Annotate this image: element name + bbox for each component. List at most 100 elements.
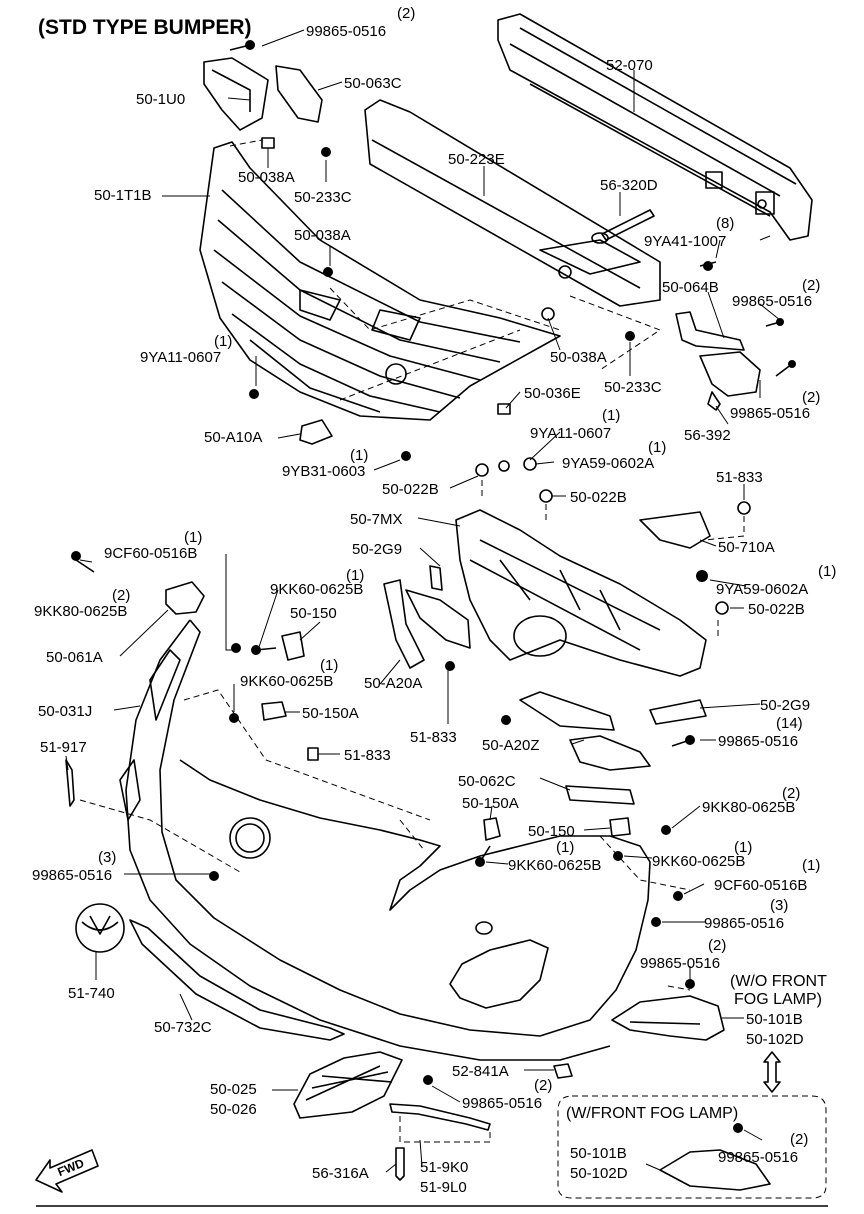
part-number-label: 99865-0516 xyxy=(306,23,386,40)
part-number-label: 9YA59-0602A xyxy=(716,581,808,598)
part-number-label: 50-031J xyxy=(38,703,92,720)
qty-label: (1) xyxy=(802,857,820,874)
bolt-icon xyxy=(765,318,784,327)
lower-absorber-part xyxy=(455,509,711,677)
part-number-label: 9YA59-0602A xyxy=(562,455,654,472)
front-grille-part xyxy=(199,141,561,421)
part-number-label: 56-320D xyxy=(600,177,658,194)
part-number-label: 50-063C xyxy=(344,75,402,92)
qty-label: (2) xyxy=(802,389,820,406)
upper-brackets-part xyxy=(203,57,323,131)
part-number-label: 9YA11-0607 xyxy=(140,349,221,366)
part-number-label: 99865-0516 xyxy=(718,733,798,750)
diagram-title: (STD TYPE BUMPER) xyxy=(38,16,252,39)
qty-label: (2) xyxy=(790,1131,808,1148)
qty-label: (1) xyxy=(602,407,620,424)
fwd-arrow-icon xyxy=(35,1149,99,1193)
part-number-label: 50-038A xyxy=(550,349,607,366)
bolt-icon xyxy=(321,147,331,157)
bolt-icon xyxy=(401,451,411,461)
part-56-316a xyxy=(395,1147,405,1181)
part-number-label: 51-833 xyxy=(716,469,763,486)
tow-hook-part xyxy=(591,209,655,244)
side-bracket-061a-part xyxy=(165,581,205,615)
part-number-label: 51-740 xyxy=(68,985,115,1002)
fog-cover-without-lamp-part xyxy=(611,995,725,1041)
without-fog-lamp-note: (W/O FRONT xyxy=(730,973,827,990)
part-number-label: 50-732C xyxy=(154,1019,212,1036)
bolt-icon xyxy=(445,661,455,671)
parts-drawing xyxy=(65,13,813,1191)
part-number-label: 50-1U0 xyxy=(136,91,185,108)
part-number-label: 56-316A xyxy=(312,1165,369,1182)
part-number-label: 99865-0516 xyxy=(704,915,784,932)
part-number-label: 99865-0516 xyxy=(732,293,812,310)
part-number-label: 50-233C xyxy=(604,379,662,396)
bolt-icon xyxy=(229,40,255,51)
part-number-label: 51-833 xyxy=(344,747,391,764)
part-number-label: 50-233C xyxy=(294,189,352,206)
bolt-icon xyxy=(497,403,511,415)
fwd-label: FWD xyxy=(56,1156,87,1179)
part-number-label: 99865-0516 xyxy=(462,1095,542,1112)
right-side-brackets-part xyxy=(675,311,761,411)
part-number-label: 50-2G9 xyxy=(760,697,810,714)
part-number-label: 9YB31-0603 xyxy=(282,463,365,480)
part-number-label: 9YA11-0607 xyxy=(530,425,611,442)
qty-label: (14) xyxy=(776,715,803,732)
part-number-label: 50-036E xyxy=(524,385,581,402)
part-number-label: 50-150A xyxy=(462,795,519,812)
part-number-label: 50-1T1B xyxy=(94,187,152,204)
part-number-label: 9KK60-0625B xyxy=(270,581,363,598)
fasteners xyxy=(71,40,796,1133)
part-number-label: 50-A20Z xyxy=(482,737,540,754)
part-labels: (2) 99865-0516 50-063C 50-1U0 52-070 50-… xyxy=(32,5,836,1196)
part-number-label: 50-2G9 xyxy=(352,541,402,558)
bolt-icon xyxy=(249,389,259,399)
bolt-icon xyxy=(673,891,683,901)
leader-lines xyxy=(65,29,781,1173)
part-number-label: 50-101B xyxy=(746,1011,803,1028)
part-number-label: 51-833 xyxy=(410,729,457,746)
part-number-label: 9CF60-0516B xyxy=(714,877,807,894)
fog-cover-with-lamp-part xyxy=(659,1149,771,1191)
part-number-label: 9KK60-0625B xyxy=(240,673,333,690)
with-fog-lamp-title: (W/FRONT FOG LAMP) xyxy=(566,1105,738,1122)
bolt-icon xyxy=(775,360,796,377)
lower-lip-part xyxy=(129,919,345,1041)
qty-label: (1) xyxy=(818,563,836,580)
qty-label: (3) xyxy=(98,849,116,866)
qty-label: (2) xyxy=(708,937,726,954)
part-number-label: 52-070 xyxy=(606,57,653,74)
side-grille-insert-part xyxy=(293,1051,403,1119)
bolt-icon xyxy=(699,261,717,271)
bolt-icon xyxy=(671,735,695,747)
part-52-841a xyxy=(553,1063,573,1079)
bolt-icon xyxy=(733,1123,743,1133)
part-number-label: 99865-0516 xyxy=(32,867,112,884)
bolt-icon xyxy=(229,713,239,723)
qty-label: (1) xyxy=(556,839,574,856)
bolt-icon xyxy=(696,570,708,582)
bolt-icon xyxy=(231,643,241,653)
part-number-label: 9KK80-0625B xyxy=(34,603,127,620)
part-number-label: 50-710A xyxy=(718,539,775,556)
clips-150-part xyxy=(261,631,631,841)
part-number-label: 51-9L0 xyxy=(420,1179,467,1196)
part-number-label: 50-064B xyxy=(662,279,719,296)
part-number-label: 99865-0516 xyxy=(730,405,810,422)
qty-label: (2) xyxy=(802,277,820,294)
qty-label: (2) xyxy=(397,5,415,22)
part-number-label: 50-038A xyxy=(294,227,351,244)
bolt-icon xyxy=(475,463,489,477)
bolt-icon xyxy=(737,501,751,515)
part-number-label: 51-917 xyxy=(40,739,87,756)
part-number-label: 50-026 xyxy=(210,1101,257,1118)
part-number-label: 50-102D xyxy=(570,1165,628,1182)
without-fog-lamp-note: FOG LAMP) xyxy=(734,991,822,1008)
part-number-label: 50-A10A xyxy=(204,429,262,446)
part-number-label: 9KK60-0625B xyxy=(652,853,745,870)
bolt-icon xyxy=(539,489,553,503)
part-number-label: 56-392 xyxy=(684,427,731,444)
